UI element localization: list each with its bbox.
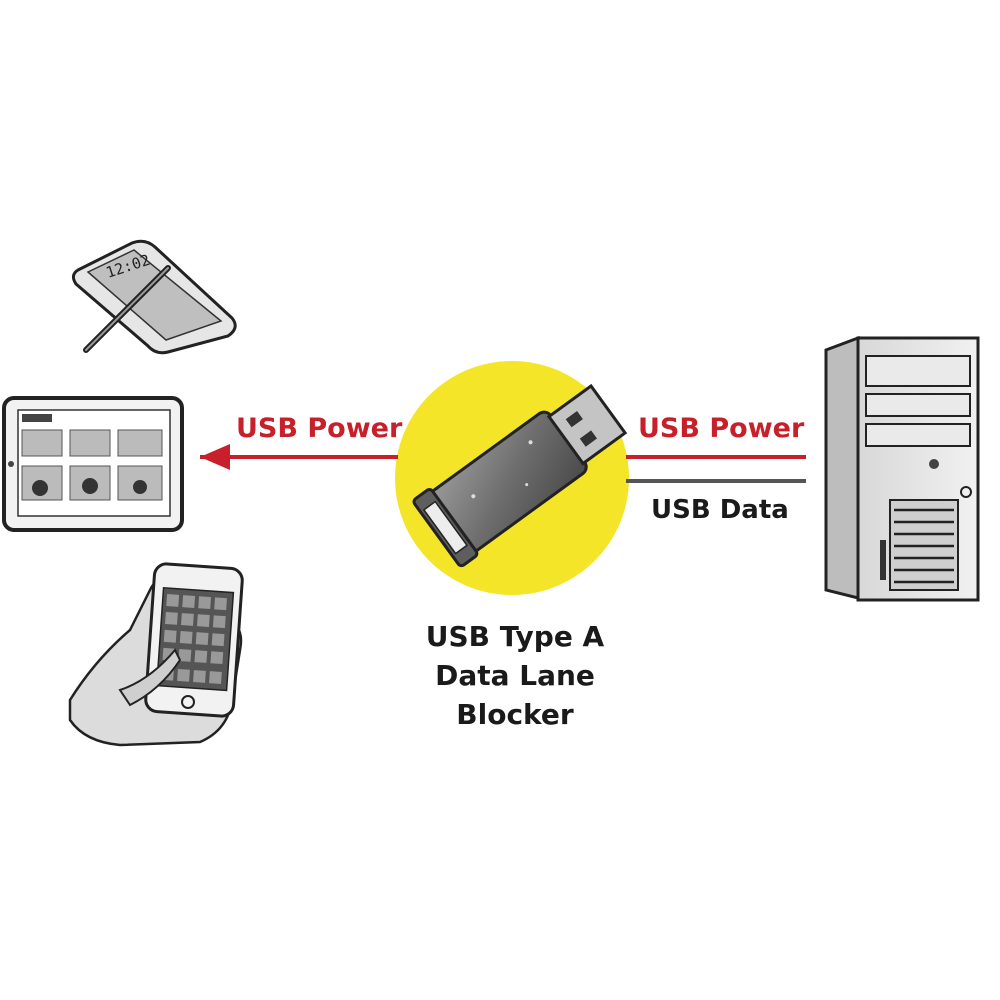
power-arrow-left: [200, 444, 398, 470]
usb-data-label: USB Data: [651, 495, 789, 525]
usb-adapter-icon: [412, 383, 628, 568]
tablet-icon: [2, 396, 184, 532]
pc-tower-icon: [824, 335, 980, 602]
phone-in-hand-icon: [68, 562, 244, 747]
caption-line-2: Data Lane Blocker: [435, 659, 595, 731]
device-caption: USB Type A Data Lane Blocker: [380, 617, 650, 734]
usb-power-label-left: USB Power: [236, 413, 403, 444]
caption-line-1: USB Type A: [425, 620, 605, 653]
smartphone-stylus-icon: 12:02: [71, 239, 237, 355]
usb-power-label-right: USB Power: [638, 413, 805, 444]
